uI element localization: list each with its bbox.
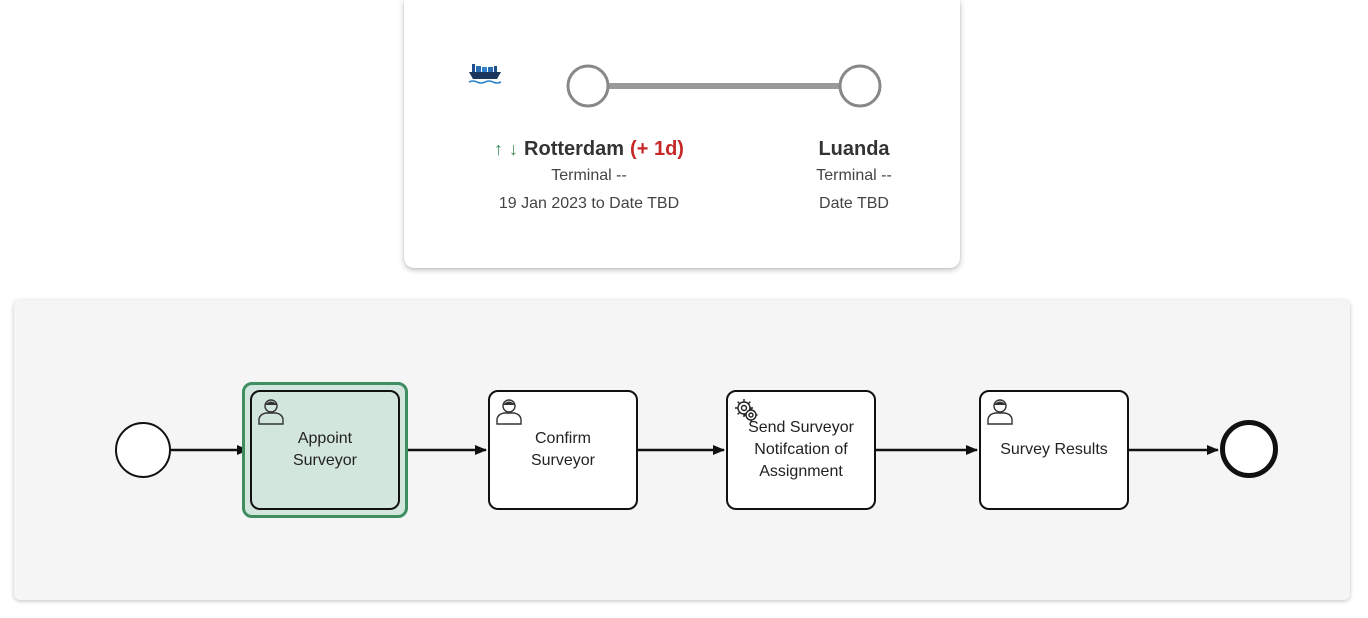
origin-marker xyxy=(566,64,610,108)
process-diagram: Appoint Surveyor Confirm Surveyor Send S… xyxy=(14,300,1350,600)
arrow-up-icon[interactable]: ↑ xyxy=(494,139,504,159)
destination-dates: Date TBD xyxy=(819,195,889,212)
task-label: Survey Results xyxy=(1000,441,1108,458)
task-label: Confirm Surveyor xyxy=(530,430,596,469)
task-label: Appoint Surveyor xyxy=(292,430,358,469)
delay-badge: (+ 1d) xyxy=(630,138,684,160)
task-label: Send Surveyor Notifcation of Assignment xyxy=(748,419,854,480)
origin-stop: ↑ ↓ Rotterdam (+ 1d) Terminal -- 19 Jan … xyxy=(444,136,734,218)
origin-dates: 19 Jan 2023 to Date TBD xyxy=(498,195,680,212)
gear-icon xyxy=(735,399,758,422)
end-event[interactable] xyxy=(1220,420,1278,478)
sequence-flows xyxy=(171,445,1219,455)
destination-terminal: Terminal -- xyxy=(816,167,892,184)
origin-name: Rotterdam xyxy=(524,138,625,160)
origin-terminal: Terminal -- xyxy=(551,167,627,184)
route-card: ↑ ↓ Rotterdam (+ 1d) Terminal -- 19 Jan … xyxy=(404,0,960,268)
task-send-surveyor-notification[interactable]: Send Surveyor Notifcation of Assignment xyxy=(726,390,876,510)
task-survey-results[interactable]: Survey Results xyxy=(979,390,1129,510)
user-icon xyxy=(496,399,522,425)
origin-title: ↑ ↓ Rotterdam (+ 1d) xyxy=(444,136,734,162)
user-icon xyxy=(258,399,284,425)
start-event[interactable] xyxy=(115,422,171,478)
destination-marker xyxy=(838,64,882,108)
arrow-down-icon[interactable]: ↓ xyxy=(509,139,519,159)
cargo-ship-icon xyxy=(468,64,502,84)
route-track xyxy=(566,64,882,108)
destination-name: Luanda xyxy=(818,138,890,160)
destination-title: Luanda xyxy=(780,136,928,162)
user-icon xyxy=(987,399,1013,425)
task-confirm-surveyor[interactable]: Confirm Surveyor xyxy=(488,390,638,510)
destination-stop: Luanda Terminal -- Date TBD xyxy=(780,136,928,218)
task-appoint-surveyor[interactable]: Appoint Surveyor xyxy=(250,390,400,510)
